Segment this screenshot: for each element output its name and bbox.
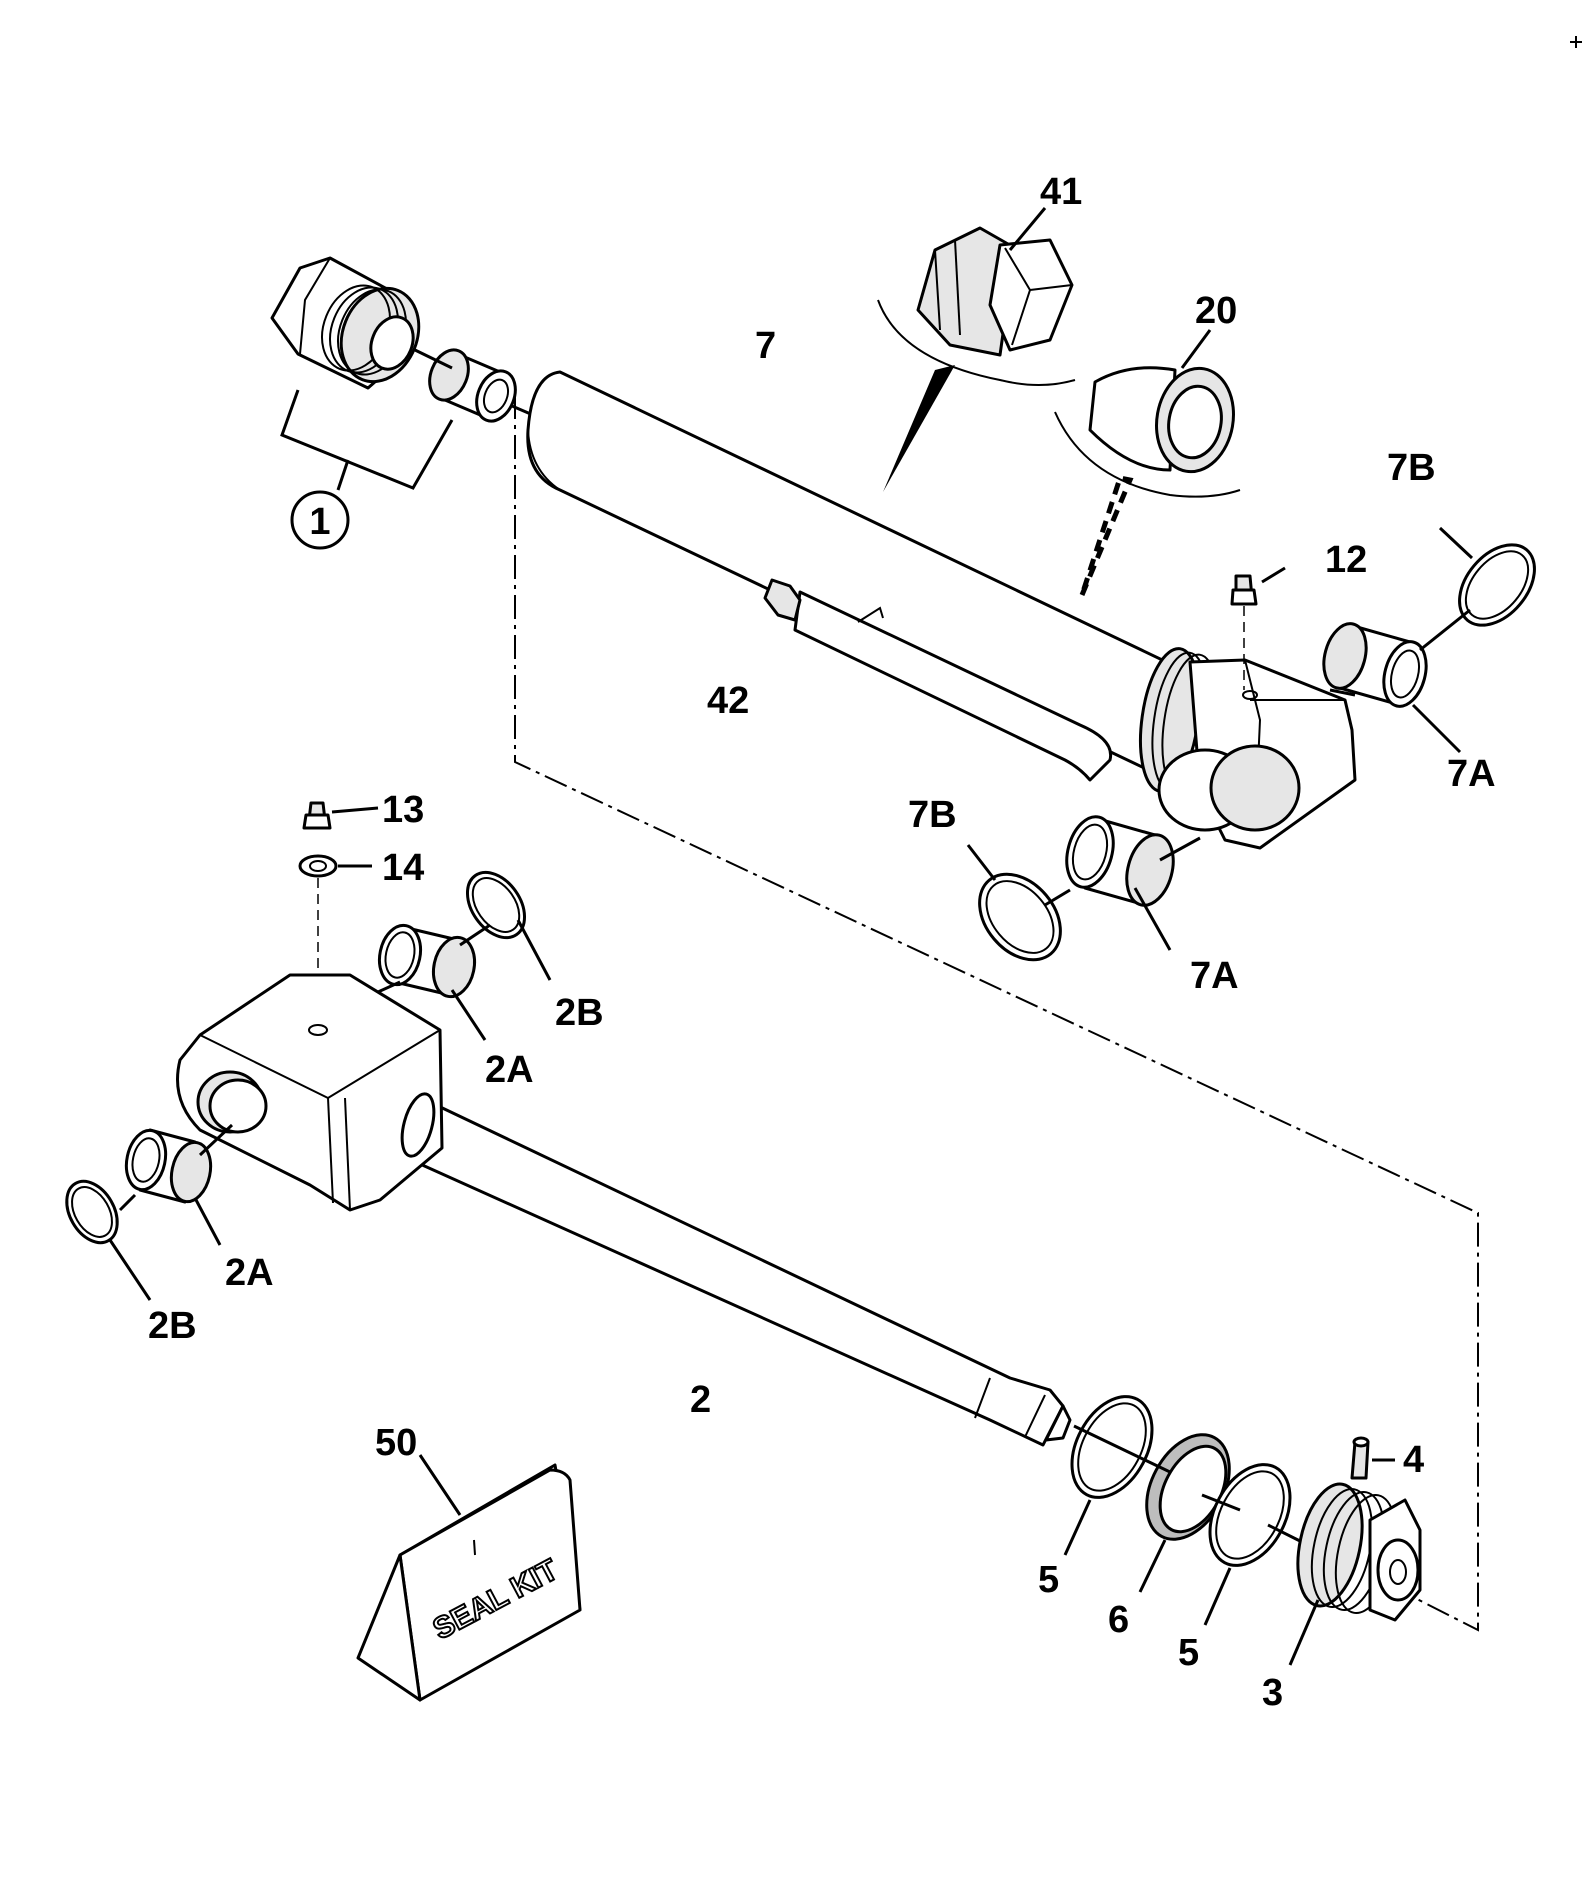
part-7-barrel: [526, 370, 1357, 850]
assembly-line-barrel-to-rod: [514, 395, 1479, 1632]
part-12-grease-fitting: [1230, 566, 1286, 690]
label-7B-top: 7B: [1387, 447, 1436, 489]
part-3-piston: [1288, 1482, 1422, 1666]
label-1: 1: [309, 501, 330, 543]
label-5-right: 5: [1178, 1632, 1199, 1674]
label-13: 13: [382, 789, 424, 831]
label-7A-top: 7A: [1447, 753, 1496, 795]
part-1-gland-nut: [270, 256, 541, 491]
callout-1: 1: [290, 490, 350, 550]
part-13-14-grease-fitting-washer: [298, 801, 379, 1020]
label-5-left: 5: [1038, 1559, 1059, 1601]
label-7: 7: [755, 325, 776, 367]
label-3: 3: [1262, 1672, 1283, 1714]
label-7A-mid: 7A: [1190, 955, 1239, 997]
label-7B-mid: 7B: [908, 794, 957, 836]
label-4: 4: [1403, 1439, 1424, 1481]
label-50: 50: [375, 1422, 417, 1464]
part-2A-2B-upper-bushings: [377, 870, 552, 1041]
label-14: 14: [382, 847, 424, 889]
label-20: 20: [1195, 290, 1237, 332]
callout-labels: 1 41 20 7 7B 12 7A 42 7B 7A 13 14 2B 2A …: [148, 171, 1496, 1714]
label-2B-top: 2B: [555, 992, 604, 1034]
part-2-piston-rod: [176, 973, 1072, 1447]
part-7A-7B-middle-bushings: [966, 815, 1201, 962]
label-42: 42: [707, 680, 749, 722]
label-2A-top: 2A: [485, 1049, 534, 1091]
part-41-fitting: [877, 207, 1076, 492]
part-50-seal-kit: SEAL KIT: [356, 1454, 582, 1702]
part-4-pin: [1350, 1436, 1395, 1480]
corner-mark: [1570, 36, 1582, 48]
label-2: 2: [690, 1379, 711, 1421]
label-2A-left: 2A: [225, 1252, 274, 1294]
part-20-cap: [1054, 329, 1241, 596]
part-7A-7B-top-bushings: [1322, 526, 1536, 754]
label-41: 41: [1040, 171, 1082, 213]
label-2B-left: 2B: [148, 1305, 197, 1347]
part-2A-2B-lower-bushings: [65, 1123, 234, 1301]
label-12: 12: [1325, 539, 1367, 581]
label-6: 6: [1108, 1599, 1129, 1641]
part-5-6-5-seals: [1063, 1395, 1301, 1626]
